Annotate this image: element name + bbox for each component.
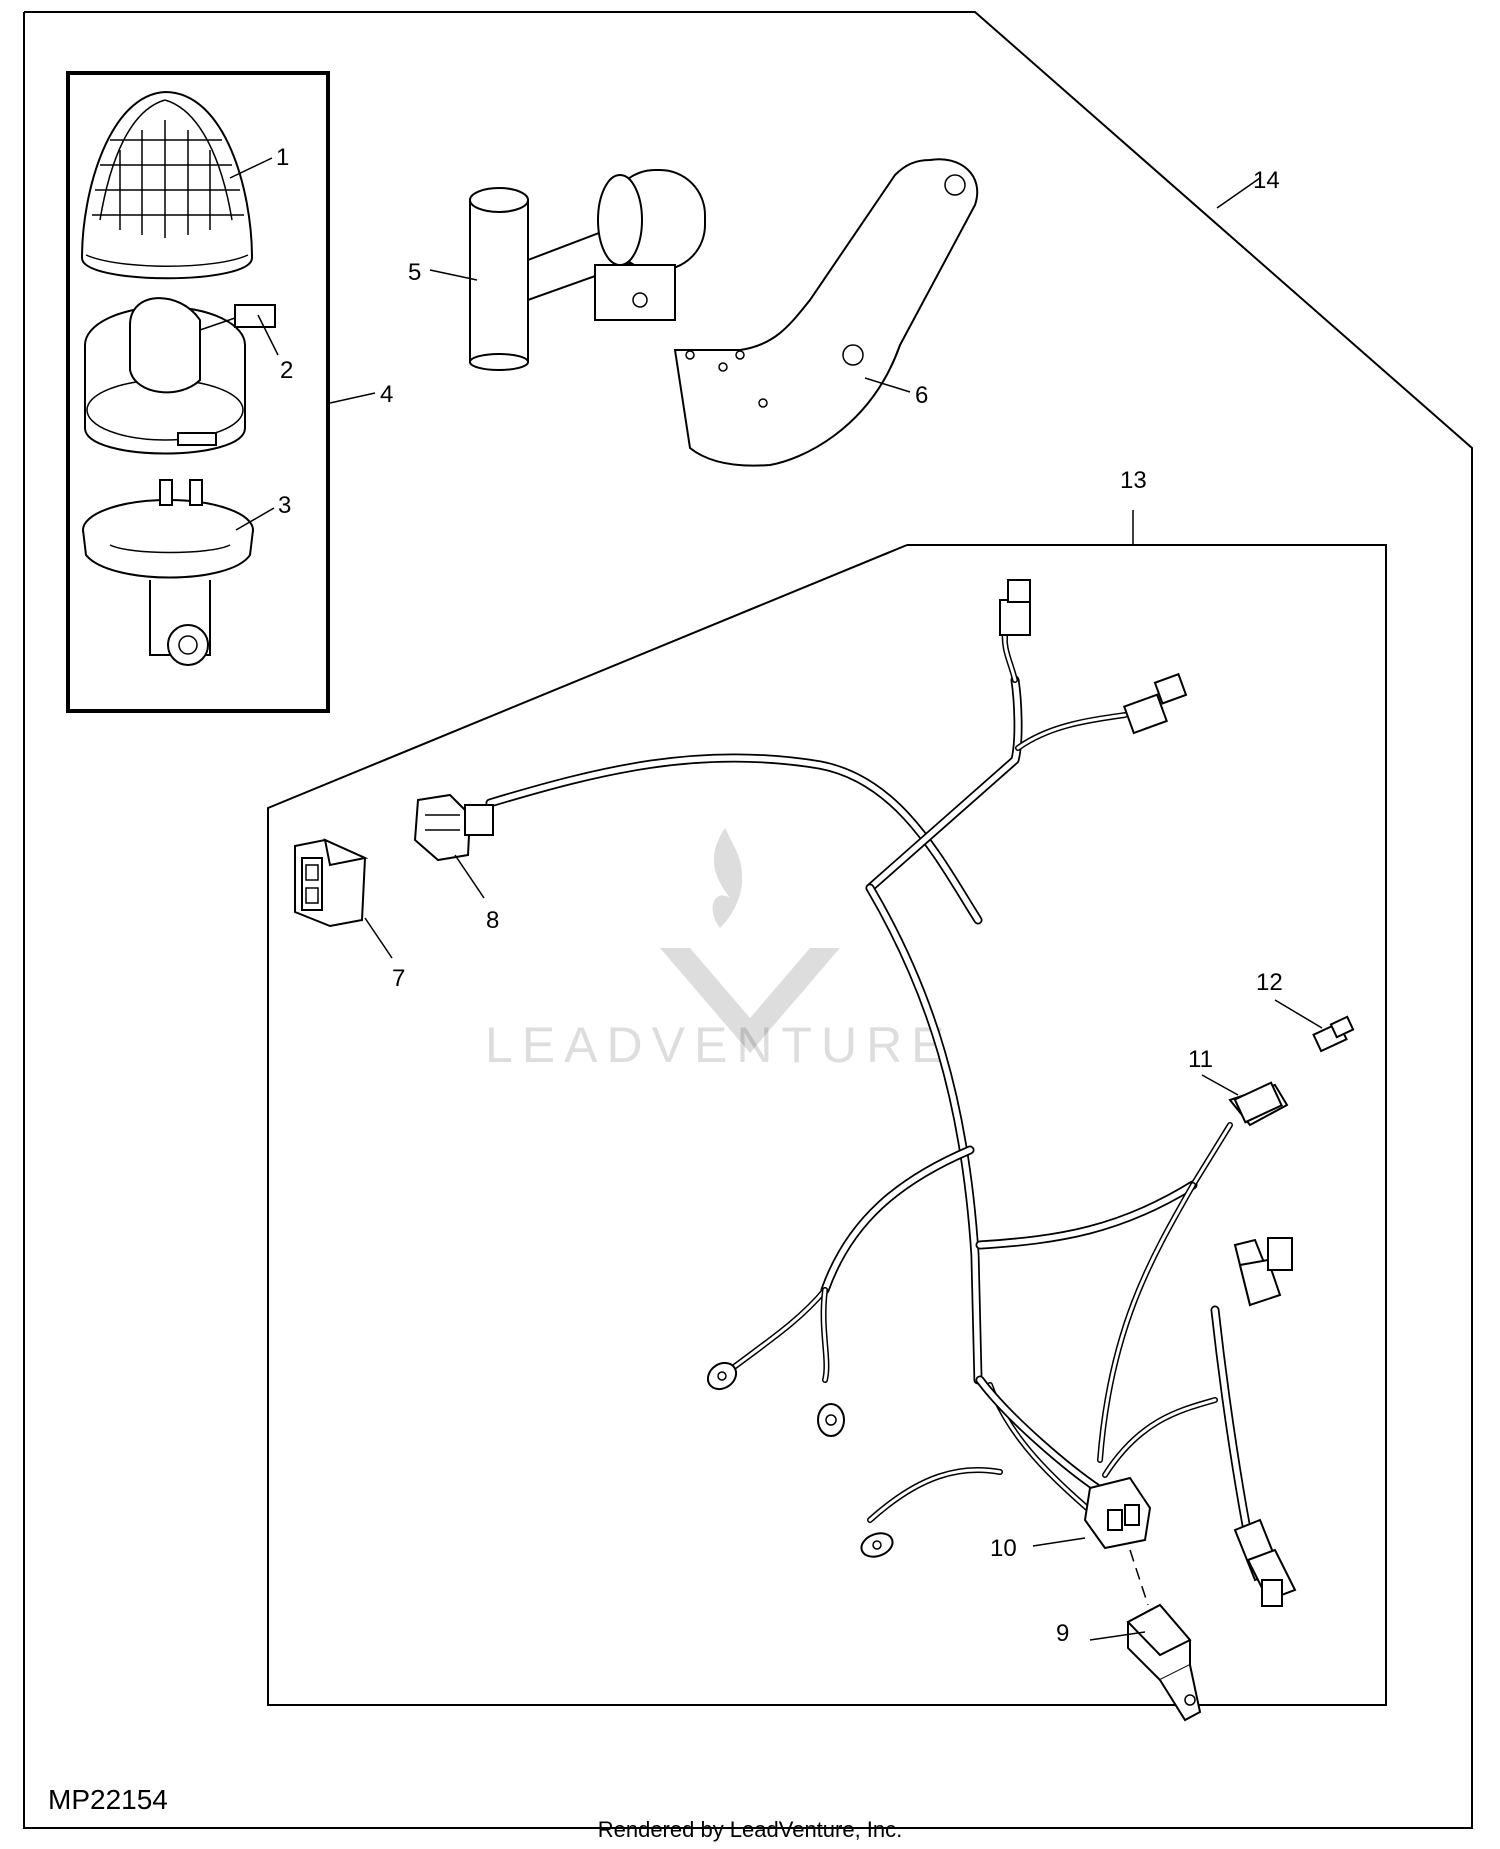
- watermark-text: LEADVENTURE: [485, 1017, 954, 1073]
- diagram-code: MP22154: [48, 1784, 168, 1815]
- callout-14: 14: [1253, 167, 1280, 194]
- beacon-base: [82, 479, 254, 666]
- callout-2: 2: [280, 357, 293, 384]
- top-connectors: [999, 579, 1188, 735]
- callout-1: 1: [276, 144, 289, 171]
- fuse-holder: [1228, 1081, 1289, 1127]
- callout-13: 13: [1120, 467, 1147, 494]
- leader-lines: [229, 157, 1323, 1641]
- callout-4: 4: [380, 381, 393, 408]
- callout-10: 10: [990, 1535, 1017, 1562]
- callout-6: 6: [915, 382, 928, 409]
- harness-boundary: [267, 544, 1387, 1706]
- callout-7: 7: [392, 965, 405, 992]
- watermark-logo: [490, 818, 1010, 1058]
- callout-8: 8: [486, 907, 499, 934]
- beacon-inset-box: [66, 71, 330, 713]
- mount-plate: [673, 158, 979, 467]
- callout-11: 11: [1188, 1046, 1213, 1073]
- fuse: [1312, 1015, 1355, 1053]
- wiring-harness: [485, 629, 1260, 1575]
- rocker-switch: [294, 838, 369, 928]
- footer-credit: Rendered by LeadVenture, Inc.: [597, 1817, 903, 1842]
- beacon-reflector-housing: [84, 297, 276, 455]
- ring-terminals: [706, 1361, 894, 1558]
- switch-connector: [413, 793, 494, 862]
- kit-boundary: [23, 11, 1473, 1829]
- relay-socket: [1083, 1476, 1152, 1550]
- beacon-lens: [80, 90, 254, 280]
- callout-12: 12: [1256, 969, 1283, 996]
- relay: [1126, 1603, 1202, 1722]
- callout-9: 9: [1056, 1620, 1069, 1647]
- callout-5: 5: [408, 259, 421, 286]
- callout-3: 3: [278, 492, 291, 519]
- mount-tube: [469, 169, 706, 371]
- relay-alignment-line: [1129, 1549, 1149, 1606]
- side-connectors: [1233, 1237, 1297, 1607]
